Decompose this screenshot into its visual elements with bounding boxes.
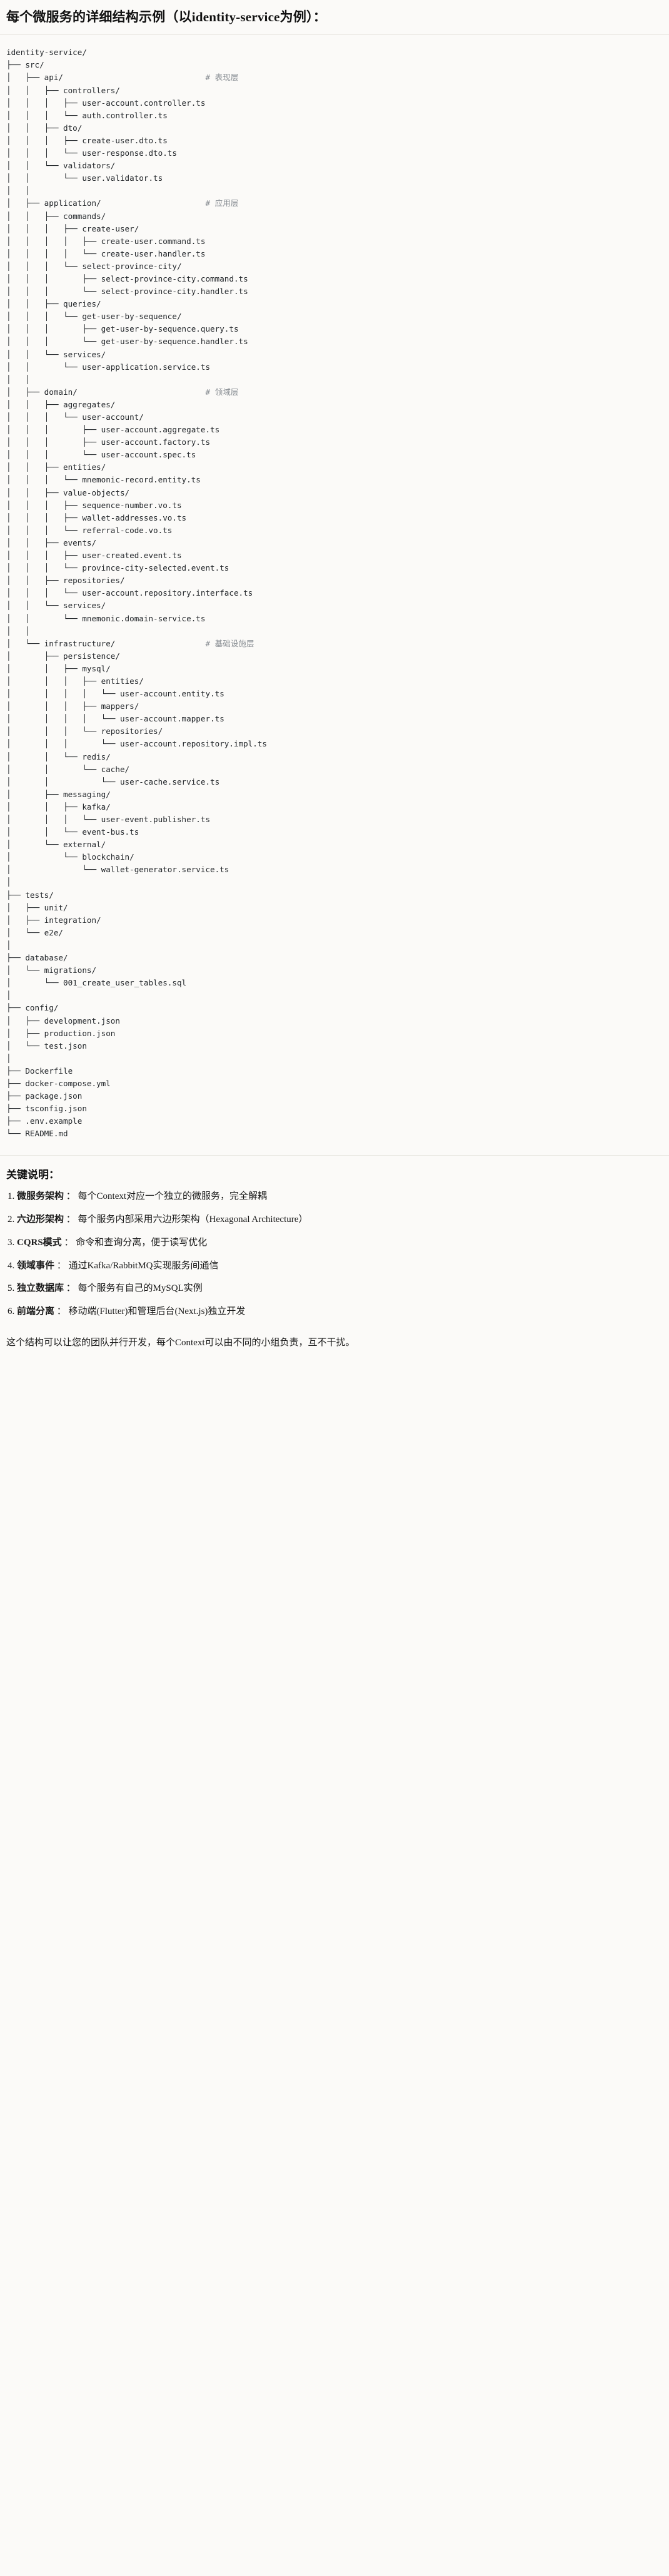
- closing-paragraph: 这个结构可以让您的团队并行开发，每个Context可以由不同的小组负责，互不干扰…: [6, 1337, 355, 1348]
- note-body: 每个服务内部采用六边形架构（Hexagonal Architecture）: [78, 1214, 308, 1225]
- note-body: 移动端(Flutter)和管理后台(Next.js)独立开发: [68, 1306, 246, 1317]
- note-body: 每个Context对应一个独立的微服务，完全解耦: [78, 1191, 268, 1202]
- note-separator: ：: [66, 1283, 76, 1294]
- note-term: 前端分离: [17, 1306, 55, 1317]
- list-item: 6. 前端分离 ： 移动端(Flutter)和管理后台(Next.js)独立开发: [8, 1305, 663, 1319]
- tree-layer-comment: # 基础设施层: [205, 638, 254, 648]
- note-separator: ：: [64, 1237, 74, 1248]
- list-item: 5. 独立数据库 ： 每个服务有自己的MySQL实例: [8, 1282, 663, 1296]
- note-term: CQRS模式: [17, 1237, 62, 1248]
- page-title: 每个微服务的详细结构示例（以identity-service为例）：: [0, 0, 669, 36]
- key-notes-title: 关键说明：: [6, 1169, 59, 1181]
- note-body: 命令和查询分离，便于读写优化: [76, 1237, 208, 1248]
- note-number: 5.: [8, 1283, 15, 1294]
- key-notes-section: 关键说明： 1. 微服务架构 ： 每个Context对应一个独立的微服务，完全解…: [0, 1156, 669, 1332]
- list-item: 1. 微服务架构 ： 每个Context对应一个独立的微服务，完全解耦: [8, 1190, 663, 1204]
- list-item: 3. CQRS模式 ： 命令和查询分离，便于读写优化: [8, 1236, 663, 1250]
- note-separator: ：: [66, 1191, 76, 1202]
- note-number: 1.: [8, 1191, 15, 1202]
- note-body: 通过Kafka/RabbitMQ实现服务间通信: [68, 1260, 219, 1271]
- note-body: 每个服务有自己的MySQL实例: [78, 1283, 203, 1294]
- key-notes-list: 1. 微服务架构 ： 每个Context对应一个独立的微服务，完全解耦 2. 六…: [6, 1190, 663, 1319]
- list-item: 4. 领域事件 ： 通过Kafka/RabbitMQ实现服务间通信: [8, 1260, 663, 1273]
- note-term: 六边形架构: [17, 1214, 64, 1225]
- tree-layer-comment: # 应用层: [205, 198, 239, 208]
- note-separator: ：: [56, 1260, 66, 1271]
- note-term: 微服务架构: [17, 1191, 64, 1202]
- note-number: 3.: [8, 1237, 15, 1248]
- note-term: 领域事件: [17, 1260, 55, 1271]
- note-separator: ：: [66, 1214, 76, 1225]
- document-page: 每个微服务的详细结构示例（以identity-service为例）： ident…: [0, 0, 669, 1348]
- note-number: 2.: [8, 1214, 15, 1225]
- list-item: 2. 六边形架构 ： 每个服务内部采用六边形架构（Hexagonal Archi…: [8, 1213, 663, 1227]
- directory-tree: identity-service/ ├── src/ │ ├── api/ # …: [6, 48, 268, 1139]
- section-divider: [0, 1155, 669, 1156]
- tree-layer-comment: # 表现层: [205, 73, 239, 83]
- note-term: 独立数据库: [17, 1283, 64, 1294]
- tree-layer-comment: # 领域层: [205, 387, 239, 397]
- note-number: 4.: [8, 1260, 15, 1271]
- note-separator: ：: [56, 1306, 66, 1317]
- note-number: 6.: [8, 1306, 15, 1317]
- directory-tree-block: identity-service/ ├── src/ │ ├── api/ # …: [0, 35, 669, 1149]
